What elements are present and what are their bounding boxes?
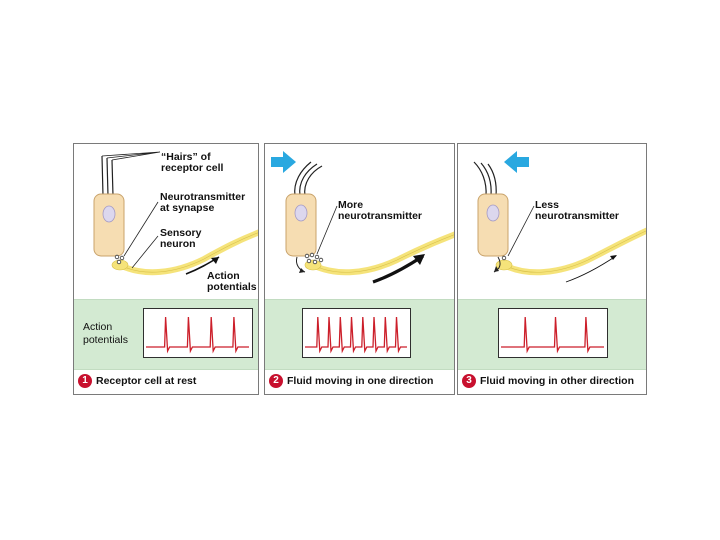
trace-svg (146, 316, 249, 354)
cell-motion-arrow-head (494, 266, 499, 272)
panel-2: More neurotransmitter 2 Fluid moving in … (264, 143, 455, 395)
number-badge: 3 (462, 374, 476, 388)
caption-text: Receptor cell at rest (96, 375, 197, 387)
vesicle (306, 258, 312, 264)
vesicle (501, 255, 507, 261)
neuron-outline (314, 234, 454, 273)
hair-cell-figure: “Hairs” of receptor cell Neurotransmitte… (73, 143, 647, 395)
label-action-potentials: Action potentials (207, 270, 257, 293)
trace-box-2 (302, 308, 411, 358)
trace-box-1 (143, 308, 253, 358)
action-potential-trace (501, 316, 604, 354)
number-badge: 1 (78, 374, 92, 388)
synapse-terminal (111, 259, 129, 271)
neurotransmitter-leader (123, 201, 159, 257)
hairs-leader (101, 151, 161, 161)
cell-motion-arrow-head (299, 268, 305, 273)
hair-3 (487, 163, 497, 197)
nucleus (102, 205, 116, 223)
hair-1 (473, 161, 487, 197)
hair-1 (101, 155, 104, 197)
hair-2 (299, 163, 318, 197)
action-arrow-head (610, 255, 617, 260)
label-hairs: “Hairs” of receptor cell (161, 151, 224, 174)
vesicle (309, 252, 315, 258)
number-badge: 2 (269, 374, 283, 388)
caption-2: 2 Fluid moving in one direction (269, 372, 452, 390)
hair-3 (304, 165, 323, 197)
hair-2 (106, 157, 109, 197)
label-less-neurotransmitter: Less neurotransmitter (535, 199, 620, 222)
sensory-neuron (503, 227, 646, 276)
vesicle (314, 254, 320, 260)
hair-2 (480, 162, 492, 197)
fluid-arrow-left (504, 151, 529, 173)
side-label-action-potentials: Action potentials (83, 321, 128, 346)
vesicle (304, 253, 310, 259)
action-arrow-head (211, 257, 219, 264)
scene-3 (473, 151, 646, 283)
receptor-cell (93, 193, 125, 257)
vesicle (312, 259, 318, 265)
neuron-outline (121, 232, 258, 273)
hair-1 (294, 161, 312, 197)
trace-box-3 (498, 308, 608, 358)
neuron-outline (505, 230, 646, 273)
caption-3: 3 Fluid moving in other direction (462, 372, 644, 390)
neurotransmitter-leader (507, 205, 535, 257)
nucleus (294, 204, 308, 222)
action-arrow (565, 255, 617, 283)
sensory-neuron (312, 231, 454, 276)
caption-text: Fluid moving in one direction (287, 375, 434, 387)
vesicle (116, 259, 122, 265)
neurotransmitter-leader (316, 205, 338, 255)
label-sensory-neuron: Sensory neuron (160, 227, 202, 250)
receptor-cell (477, 193, 509, 257)
panel-3: Less neurotransmitter 3 Fluid moving in … (457, 143, 647, 395)
action-arrow-head (413, 254, 425, 265)
nucleus (486, 204, 500, 222)
vesicle (318, 257, 324, 263)
receptor-cell (285, 193, 317, 257)
trace-svg (501, 316, 604, 354)
action-potential-trace (146, 316, 249, 354)
hair-3 (111, 159, 114, 197)
panel-1: “Hairs” of receptor cell Neurotransmitte… (73, 143, 259, 395)
label-more-neurotransmitter: More neurotransmitter (338, 199, 423, 222)
action-potential-trace (305, 316, 407, 354)
scene-1 (93, 151, 258, 276)
label-neurotransmitter: Neurotransmitter at synapse (160, 191, 246, 214)
scene-2 (271, 151, 454, 284)
vesicle (119, 255, 125, 261)
caption-text: Fluid moving in other direction (480, 375, 634, 387)
fluid-arrow-right (271, 151, 296, 173)
caption-1: 1 Receptor cell at rest (78, 372, 256, 390)
trace-svg (305, 316, 407, 354)
vesicle (114, 254, 120, 260)
sensory-leader (131, 235, 159, 269)
